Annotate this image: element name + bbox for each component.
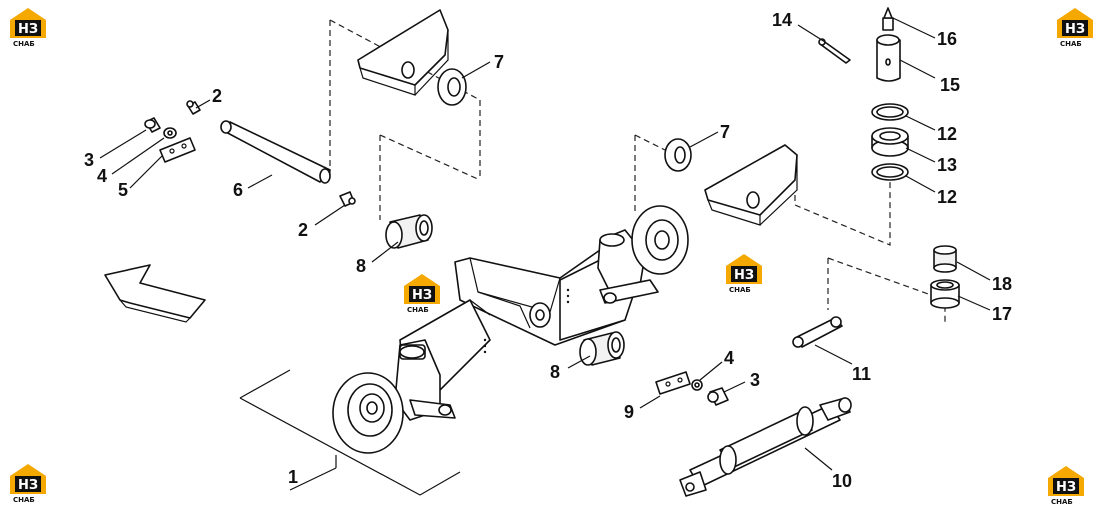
callout-8-lower: 8: [550, 362, 560, 382]
watermark-logo-top-left: НЗ СНАБ: [10, 8, 46, 48]
logo-text-bottom: СНАБ: [1060, 40, 1082, 48]
bracket-upper: [357, 9, 449, 96]
direction-arrow: [104, 264, 206, 319]
plate-5: [159, 137, 196, 163]
circlip-12-upper: [871, 103, 909, 121]
callout-17: 17: [992, 304, 1012, 324]
logo-text-bottom: СНАБ: [13, 496, 35, 504]
watermark-logo-bottom-right: НЗ СНАБ: [1048, 466, 1084, 506]
callout-11: 11: [852, 364, 871, 384]
logo-text-top: НЗ: [18, 478, 38, 493]
washer-4-right: [691, 379, 703, 391]
grease-nipple-16: [882, 7, 894, 31]
bolt-3-right: [707, 387, 729, 406]
logo-text-bottom: СНАБ: [729, 286, 751, 294]
washer-7-upper: [437, 68, 467, 106]
callout-13: 13: [937, 155, 957, 175]
logo-text-bottom: СНАБ: [1051, 498, 1073, 506]
callout-7-right: 7: [720, 122, 730, 142]
grease-nipple-upper: [186, 100, 201, 115]
logo-text-top: НЗ: [734, 268, 754, 283]
callout-3-right: 3: [750, 370, 760, 390]
callout-9: 9: [624, 402, 634, 422]
pin-6: [220, 120, 331, 184]
washer-7-right: [664, 138, 692, 172]
logo-text-bottom: СНАБ: [13, 40, 35, 48]
watermark-logo-bottom-left: НЗ СНАБ: [10, 464, 46, 504]
callouts: 2 3 4 5 6 2 7 8 8 1 7 4 3 9 10 11 14 16 …: [84, 10, 1012, 491]
bushing-8-lower: [579, 331, 625, 366]
plate-9: [655, 371, 691, 395]
callout-7-upper: 7: [494, 52, 504, 72]
axle-housing: [332, 205, 689, 454]
cotter-pin-14: [818, 38, 851, 64]
bolt-3-left: [144, 117, 161, 133]
bearing-13: [871, 127, 909, 157]
callout-14: 14: [772, 10, 792, 30]
bushing-18: [933, 245, 957, 273]
watermark-logo-center-right: НЗ СНАБ: [726, 254, 762, 294]
callout-3-left: 3: [84, 150, 94, 170]
callout-2-lower: 2: [298, 220, 308, 240]
callout-12-lower: 12: [937, 187, 957, 207]
callout-5: 5: [118, 180, 128, 200]
callout-18: 18: [992, 274, 1012, 294]
kingpin-15: [876, 34, 901, 82]
leader-lines: [99, 17, 991, 491]
bracket-right: [704, 144, 798, 226]
washer-4-left: [163, 127, 177, 139]
logo-text-top: НЗ: [412, 288, 432, 303]
watermark-logo-center-left: НЗ СНАБ: [404, 274, 440, 314]
callout-16: 16: [937, 29, 957, 49]
direction-arrow-side: [119, 299, 191, 323]
logo-text-top: НЗ: [18, 22, 38, 37]
callout-8-upper: 8: [356, 256, 366, 276]
axle-baseline: [239, 369, 291, 399]
callout-15: 15: [940, 75, 960, 95]
link-11: [792, 316, 843, 348]
logo-text-top: НЗ: [1065, 22, 1085, 37]
axle-baseline-lower: [239, 397, 461, 496]
logo-text-top: НЗ: [1056, 480, 1076, 495]
callout-6: 6: [233, 180, 243, 200]
circlip-12-lower: [871, 163, 909, 181]
bushing-17: [930, 279, 960, 309]
callout-4-left: 4: [97, 166, 107, 186]
bushing-8-upper: [385, 214, 433, 249]
callout-10: 10: [832, 471, 852, 491]
callout-1: 1: [288, 467, 298, 487]
callout-2-upper: 2: [212, 86, 222, 106]
callout-4-right: 4: [724, 348, 734, 368]
callout-12-upper: 12: [937, 124, 957, 144]
steering-cylinder: [679, 397, 852, 497]
watermark-logo-top-right: НЗ СНАБ: [1057, 8, 1093, 48]
grease-nipple-lower: [339, 191, 356, 207]
logo-text-bottom: СНАБ: [407, 306, 429, 314]
